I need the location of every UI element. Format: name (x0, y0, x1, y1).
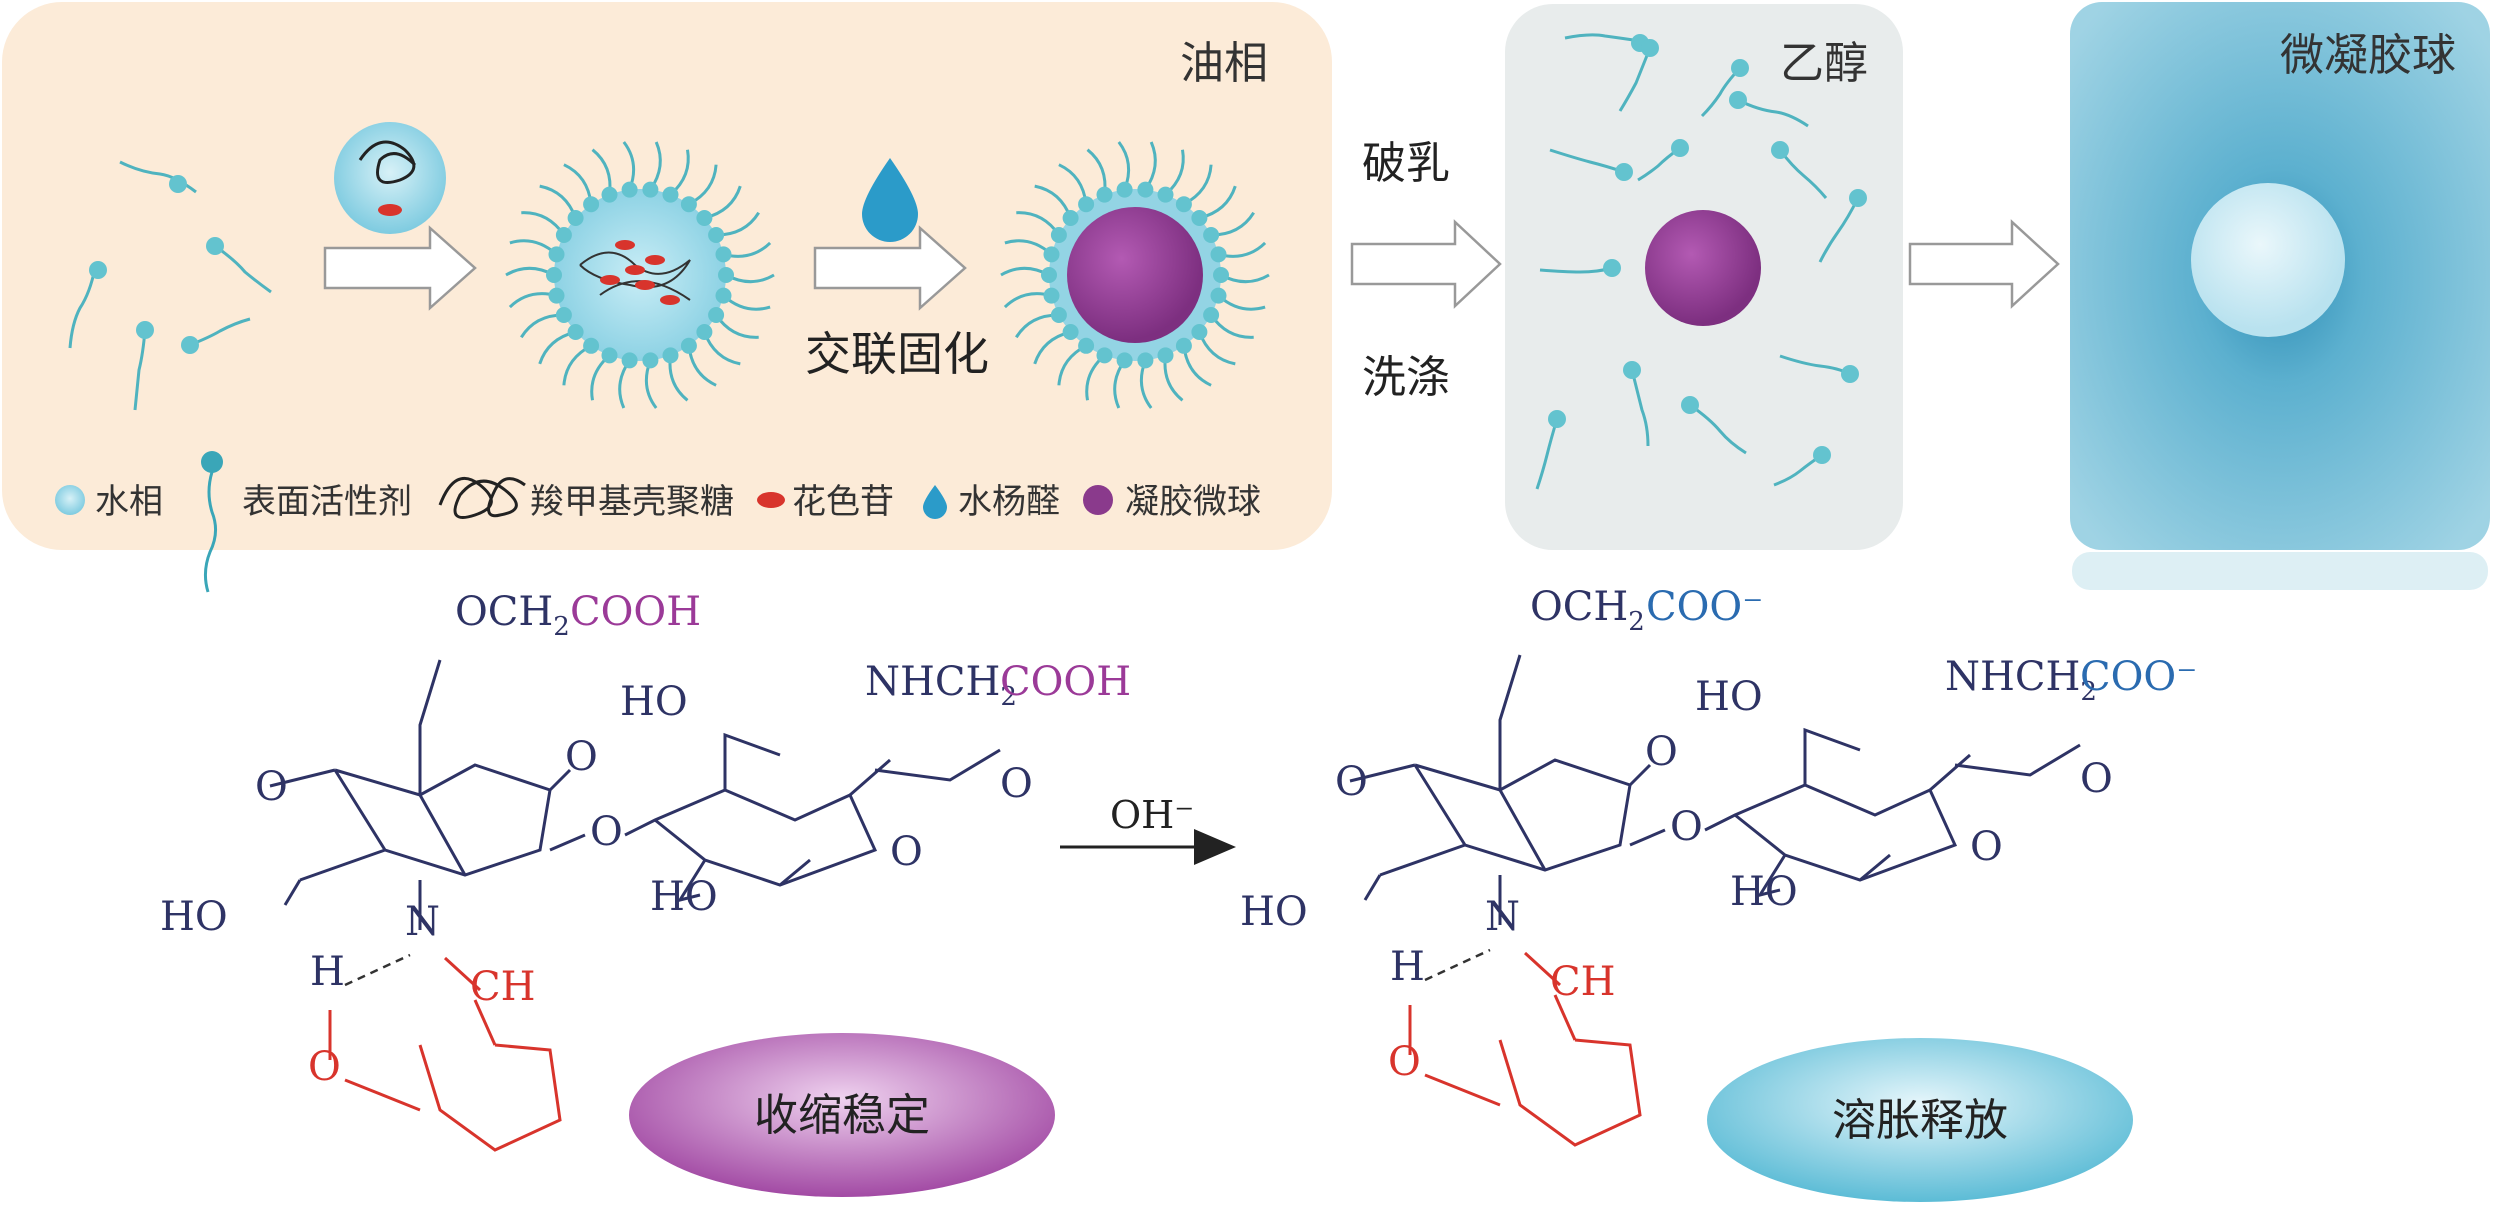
right-ho-bottom: HO (1240, 889, 1308, 935)
shrink-label: 收缩稳定 (754, 1090, 930, 1141)
right-o-ring1: O (1645, 729, 1678, 775)
right-ho-top: HO (1695, 674, 1763, 720)
right-o-phenol: O (1388, 1039, 1421, 1085)
left-cooh-1: COOH (570, 589, 701, 635)
left-ch: CH (470, 964, 536, 1010)
left-ho-top: HO (620, 679, 688, 725)
arrow-2-icon (813, 225, 967, 311)
arrow-1-icon (323, 225, 477, 311)
right-o-methoxy: O (1335, 759, 1368, 805)
legend-water-icon (55, 485, 85, 515)
left-o-ring1: O (565, 734, 598, 780)
microgel-core (2191, 183, 2345, 337)
legend-surfactant: 表面活性剂 (242, 482, 412, 522)
left-o-methoxy: O (255, 764, 288, 810)
legend-chitosan-icon (438, 476, 526, 519)
right-ch: CH (1550, 959, 1616, 1005)
shrink-ellipse (629, 1033, 1055, 1197)
legend-salicylaldehyde: 水杨醛 (958, 482, 1060, 522)
left-n: N (405, 899, 440, 945)
right-n: N (1485, 894, 1520, 940)
legend-surfactant-icon (201, 451, 223, 593)
salicylaldehyde-drop-icon (862, 158, 918, 242)
wash-label: 洗涤 (1362, 352, 1450, 403)
swell-ellipse (1707, 1038, 2133, 1202)
surfactant-heads (89, 175, 224, 354)
legend: 水相 表面活性剂 羧甲基壳聚糖 花色苷 水杨醛 凝胶微球 (55, 451, 1261, 593)
left-h: H (310, 949, 345, 995)
right-ho-ring2: HO (1730, 869, 1798, 915)
ethanol-surfactant-heads (1548, 34, 1867, 464)
legend-salicylaldehyde-icon (923, 485, 947, 519)
h-bond (344, 953, 411, 987)
ethanol-surfactants (1535, 33, 1860, 490)
microgel-label: 微凝胶球 (2280, 30, 2456, 81)
emulsion-droplet (505, 141, 775, 409)
left-o-link: O (590, 809, 623, 855)
water-droplet-icon (334, 122, 446, 234)
legend-anthocyanin: 花色苷 (792, 482, 894, 522)
swell-label: 溶胀释放 (1832, 1095, 2008, 1146)
arrow-3-icon (1350, 219, 1502, 309)
right-h: H (1390, 944, 1425, 990)
legend-cmcs: 羧甲基壳聚糖 (530, 482, 734, 522)
structure-left (269, 659, 1001, 930)
ethanol-label: 乙醇 (1780, 38, 1868, 89)
left-och2: OCH2 (455, 589, 570, 642)
crosslinked-droplet (1000, 141, 1270, 409)
h-bond-right (1424, 948, 1491, 982)
left-o-phenol: O (308, 1044, 341, 1090)
right-o-ring2: O (2080, 756, 2113, 802)
right-nhch2: NHCH2 (1945, 654, 2097, 707)
right-coo-2: COO⁻ (2080, 654, 2197, 700)
left-cooh-2: COOH (1000, 659, 1131, 705)
structure-right-bonds-red (1408, 951, 1642, 1147)
legend-water-phase: 水相 (95, 482, 163, 522)
left-ho-ring2: HO (650, 874, 718, 920)
structure-left-bonds-red (328, 956, 562, 1152)
legend-gel-sphere: 凝胶微球 (1125, 482, 1261, 522)
left-o-ring2: O (1000, 761, 1033, 807)
crosslink-label: 交联固化 (805, 327, 989, 381)
left-o-ring2-bottom: O (890, 829, 923, 875)
arrow-4-icon (1908, 219, 2060, 309)
microgel-reflection (2072, 552, 2488, 590)
gel-sphere (1645, 210, 1761, 326)
right-o-ring2-bottom: O (1970, 824, 2003, 870)
legend-gel-icon (1083, 485, 1113, 515)
left-ho-bottom: HO (160, 894, 228, 940)
legend-anthocyanin-icon (757, 492, 785, 508)
base-label: OH⁻ (1110, 793, 1194, 837)
right-coo-1: COO⁻ (1646, 584, 1763, 630)
demulsify-label: 破乳 (1362, 138, 1450, 189)
structure-right (1349, 654, 2081, 925)
oil-phase-label: 油相 (1180, 38, 1268, 89)
left-nhch2: NHCH2 (865, 659, 1017, 712)
right-och2: OCH2 (1530, 584, 1645, 637)
right-o-link: O (1670, 804, 1703, 850)
